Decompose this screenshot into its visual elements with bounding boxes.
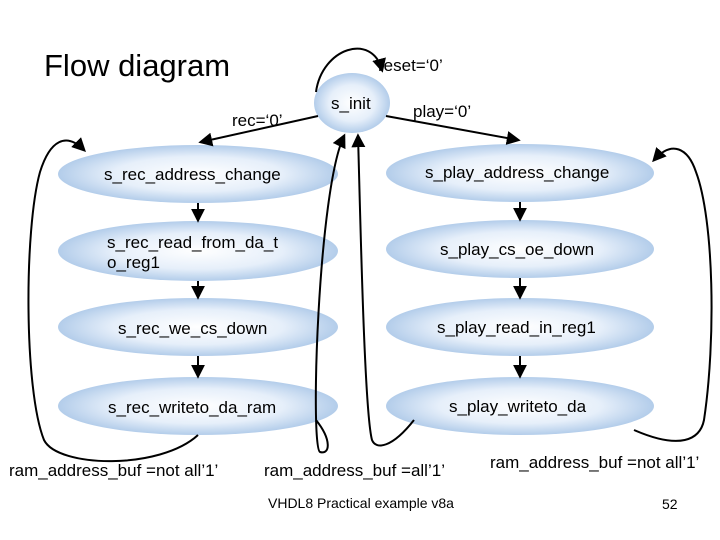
state-init: [314, 73, 390, 133]
init-return-condition: ram_address_buf =all’1’: [264, 461, 445, 480]
footer-caption: VHDL8 Practical example v8a: [268, 495, 454, 511]
play-inner-loop: [351, 133, 415, 447]
state-play-cs-oe-down-label: s_play_cs_oe_down: [440, 240, 595, 259]
state-init-label: s_init: [331, 94, 371, 113]
rec-loop-condition: ram_address_buf =not all’1’: [9, 461, 219, 480]
play-loop-back-arrow: [633, 146, 713, 442]
state-rec-address-change-label: s_rec_address_change: [104, 165, 281, 184]
init-to-play-arrow: [385, 115, 521, 145]
state-play-read-in-reg1-label: s_play_read_in_reg1: [437, 318, 596, 337]
state-play-writeto-da: [386, 377, 654, 435]
state-rec-writeto-da-ram: [58, 377, 338, 435]
state-play-address-change: [386, 144, 654, 202]
state-rec-we-cs-down: [58, 298, 338, 356]
reset-condition: reset=‘0’: [378, 56, 443, 75]
rec-inner-loop: [314, 133, 346, 454]
play-condition: play=‘0’: [413, 102, 472, 121]
reset-self-loop-arrow: [315, 47, 386, 93]
state-rec-read-line2-label: o_reg1: [107, 253, 160, 272]
init-to-rec-arrow: [198, 115, 319, 147]
state-rec-address-change: [58, 145, 338, 203]
state-play-read-in-reg1: [386, 298, 654, 356]
state-play-writeto-da-label: s_play_writeto_da: [449, 397, 587, 416]
state-play-cs-oe-down: [386, 220, 654, 278]
rec-condition: rec=‘0’: [232, 111, 283, 130]
state-rec-we-cs-down-label: s_rec_we_cs_down: [118, 319, 268, 338]
rec-loop-back-arrow: [27, 137, 199, 463]
page-number: 52: [662, 496, 678, 512]
play-loop-condition: ram_address_buf =not all’1’: [490, 454, 700, 472]
diagram-title: Flow diagram: [44, 48, 231, 83]
state-rec-read-line1-label: s_rec_read_from_da_t: [107, 233, 279, 252]
state-rec-read-from-da-to-reg1: [58, 221, 338, 281]
state-rec-writeto-da-ram-label: s_rec_writeto_da_ram: [108, 398, 277, 417]
state-play-address-change-label: s_play_address_change: [425, 163, 610, 182]
